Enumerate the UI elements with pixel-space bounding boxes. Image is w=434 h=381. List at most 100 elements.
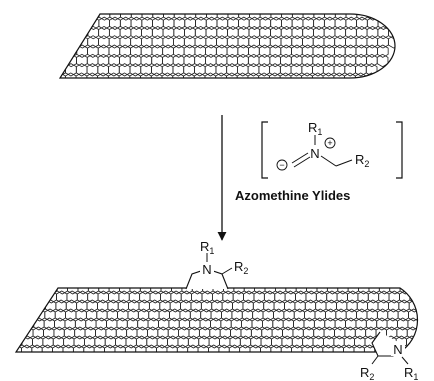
hexagon-cell xyxy=(205,16,218,30)
plus-charge-circle xyxy=(324,137,336,149)
hexagon-cell xyxy=(315,299,327,313)
hexagon-cell xyxy=(354,335,366,349)
hexagon-cell xyxy=(388,290,400,304)
hexagon-cell xyxy=(129,72,141,78)
hexagon-cell xyxy=(388,16,395,30)
hexagon-cell xyxy=(290,72,303,78)
hexagon-cell xyxy=(148,308,160,322)
hexagon-cell xyxy=(156,354,166,366)
hexagon-cell xyxy=(301,63,313,77)
hexagon-cell xyxy=(259,16,272,30)
hexagon-cell xyxy=(139,290,151,304)
hexagon-cell xyxy=(87,35,99,49)
hexagon-cell xyxy=(365,326,377,340)
hexagon-cell xyxy=(301,72,313,78)
hexagon-cell xyxy=(344,72,356,78)
hexagon-cell xyxy=(388,299,400,313)
hexagon-cell xyxy=(60,25,67,40)
hexagon-cell xyxy=(86,53,99,68)
hexagon-cell xyxy=(34,54,45,66)
hexagon-cell xyxy=(45,36,56,48)
hexagon-cell xyxy=(158,308,170,322)
hexagon-cell xyxy=(323,25,336,40)
hexagon-cell xyxy=(283,308,295,322)
hexagon-cell xyxy=(3,318,13,330)
hexagon-cell xyxy=(65,35,78,49)
hexagon-cell xyxy=(160,290,172,304)
pyrrolidine-cap: N R1 R2 xyxy=(360,331,418,381)
hexagon-cell xyxy=(227,16,239,30)
hexagon-cell xyxy=(312,35,325,49)
hexagon-cell xyxy=(336,290,348,304)
hexagon-cell xyxy=(365,72,378,78)
hexagon-cell xyxy=(323,53,335,68)
hexagon-cell xyxy=(194,44,207,58)
hexagon-cell xyxy=(0,327,2,339)
ylide-nitrogen: N xyxy=(310,146,319,161)
hexagon-cell xyxy=(366,308,378,322)
hexagon-cell xyxy=(302,335,314,349)
hexagon-cell xyxy=(313,326,325,340)
reagent-caption: Azomethine Ylides xyxy=(235,188,350,203)
hexagon-cell xyxy=(118,72,131,78)
hexagon-cell xyxy=(16,326,24,340)
hexagon-cell xyxy=(16,290,26,304)
hexagon-cell xyxy=(44,73,55,85)
hexagon-cell xyxy=(169,299,181,313)
hexagon-cell xyxy=(73,335,85,349)
hexagon-cell xyxy=(194,53,206,68)
hexagon-cell xyxy=(23,54,34,66)
hexagon-cell xyxy=(34,17,45,29)
hexagon-cell xyxy=(190,299,202,313)
hexagon-cell xyxy=(295,290,307,304)
hexagon-cell xyxy=(326,290,338,304)
hexagon-cell xyxy=(116,317,128,331)
hexagon-cell xyxy=(302,326,315,340)
hexagon-cell xyxy=(98,25,110,40)
hexagon-cell xyxy=(147,326,159,340)
hexagon-cell xyxy=(97,299,109,313)
hexagon-cell xyxy=(221,299,233,313)
hexagon-cell xyxy=(302,25,314,40)
hexagon-cell xyxy=(354,72,367,78)
hexagon-cell xyxy=(128,299,140,313)
hexagon-cell xyxy=(294,299,306,313)
hexagon-cell xyxy=(162,53,174,68)
hexagon-cell xyxy=(302,16,315,30)
hexagon-cell xyxy=(0,64,1,76)
hexagon-cell xyxy=(183,53,196,68)
hexagon-cell xyxy=(343,335,356,349)
hexagon-cell xyxy=(343,354,353,366)
hexagon-cell xyxy=(166,344,178,352)
hexagon-cell xyxy=(108,53,120,68)
hexagon-cell xyxy=(252,299,265,313)
hexagon-cell xyxy=(0,300,4,312)
hexagon-cell xyxy=(219,335,231,349)
hexagon-cell xyxy=(387,308,399,322)
hexagon-cell xyxy=(304,308,316,322)
hexagon-cell xyxy=(4,300,14,312)
hexagon-cell xyxy=(172,53,185,68)
hexagon-cell xyxy=(236,72,249,78)
hexagon-cell xyxy=(200,299,213,313)
hexagon-cell xyxy=(345,25,357,40)
hexagon-cell xyxy=(1,345,11,357)
hexagon-cell xyxy=(376,308,389,322)
hexagon-cell xyxy=(126,317,139,331)
hexagon-cell xyxy=(1,64,12,76)
hexagon-cell xyxy=(260,354,270,366)
hexagon-cell xyxy=(238,16,250,30)
hexagon-cell xyxy=(253,290,265,304)
hexagon-cell xyxy=(205,25,218,40)
hexagon-cell xyxy=(12,54,23,66)
hexagon-cell xyxy=(345,308,357,322)
hexagon-cell xyxy=(260,344,272,352)
hexagon-cell xyxy=(198,335,210,349)
hexagon-cell xyxy=(187,354,197,366)
hexagon-cell xyxy=(239,344,251,352)
hexagon-cell xyxy=(172,63,185,77)
pyrrolidine-top-r2: R2 xyxy=(234,259,248,276)
hexagon-cell xyxy=(5,291,15,303)
hexagon-cell xyxy=(197,354,207,366)
hexagon-cell xyxy=(2,327,12,339)
